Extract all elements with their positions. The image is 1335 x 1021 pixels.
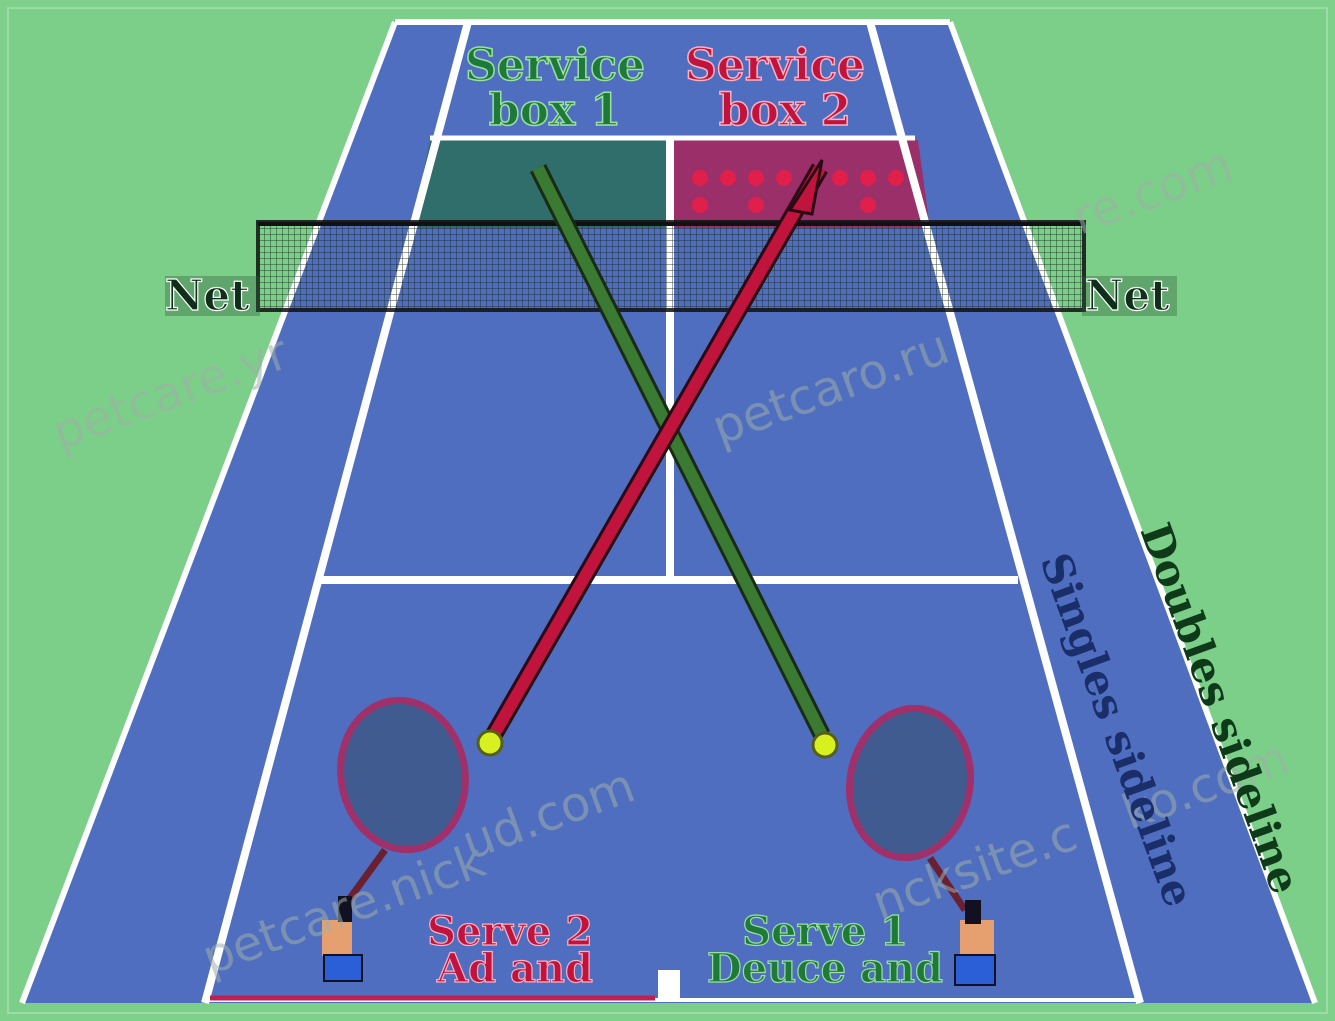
tennis-ball-left-icon (478, 731, 502, 755)
service-box-1-label-line2: box 1 (489, 85, 621, 136)
net-label-left: Net (165, 271, 250, 320)
tennis-ball-right-icon (813, 733, 837, 757)
serve-1-label-line2: Deuce and (707, 945, 943, 992)
serve-2-label-line2: Ad and (436, 945, 593, 992)
service-box-1-label-line1: Service (465, 40, 645, 91)
service-box-2-label-line1: Service (685, 40, 865, 91)
service-box-2-label-line2: box 2 (719, 85, 851, 136)
net-label-right: Net (1085, 271, 1170, 320)
net (258, 222, 1084, 310)
center-mark (658, 970, 680, 1002)
